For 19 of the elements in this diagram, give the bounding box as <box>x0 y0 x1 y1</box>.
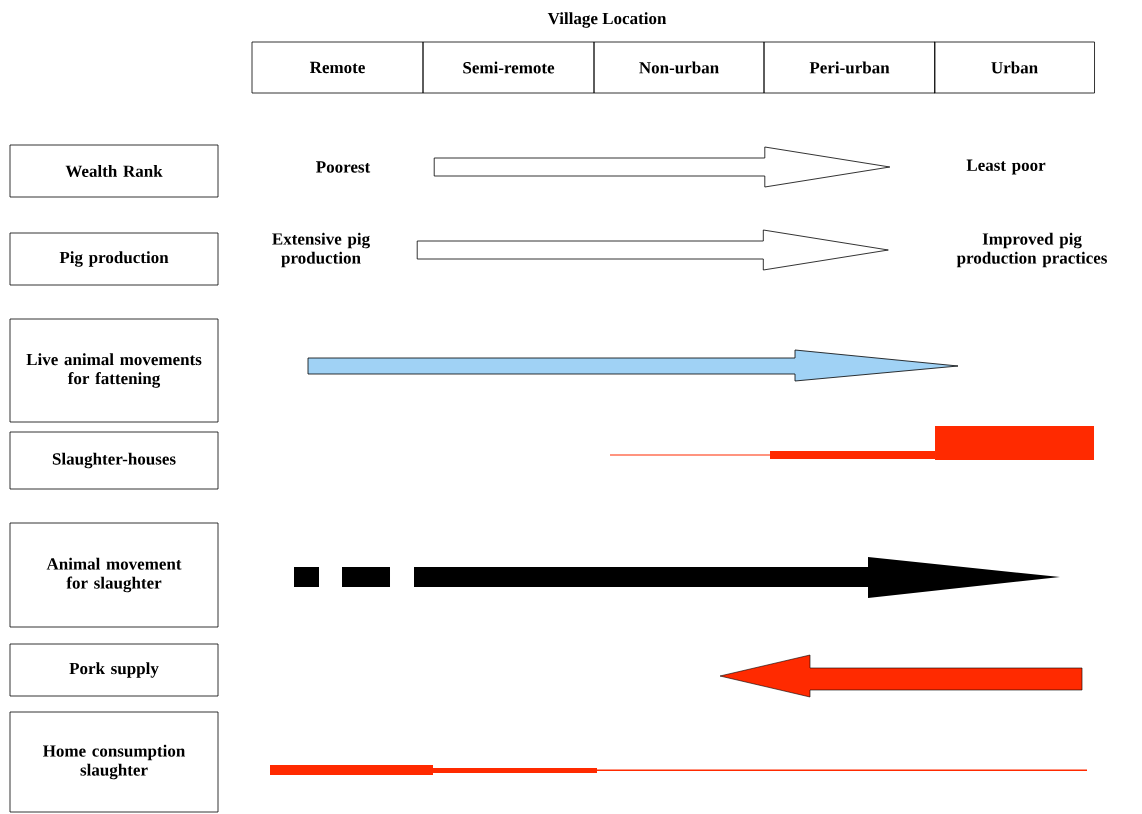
row-label-box: Live animal movements for fattening <box>9 318 219 423</box>
table-cell: Remote <box>251 41 424 94</box>
row-label-box: Pig production <box>9 232 219 286</box>
block-arrow <box>416 229 889 271</box>
row-label-box: Home consumption slaughter <box>9 711 219 813</box>
row-label-box: Pork supply <box>9 643 219 697</box>
row-label-box: Wealth Rank <box>9 144 219 198</box>
row-label-box: Animal movement for slaughter <box>9 522 219 628</box>
table-cell: Peri-urban <box>763 41 936 94</box>
end-label: Improved pig production practices <box>956 232 1107 268</box>
end-label: Extensive pig production <box>272 232 370 268</box>
row-label-box: Slaughter-houses <box>9 431 219 490</box>
title: Village Location <box>547 12 667 28</box>
end-label: Poorest <box>316 161 371 173</box>
end-label: Least poor <box>966 159 1046 175</box>
block-arrow <box>433 146 891 188</box>
table-cell: Urban <box>934 41 1095 94</box>
table-cell: Semi-remote <box>422 41 595 94</box>
table-cell: Non-urban <box>593 41 765 94</box>
